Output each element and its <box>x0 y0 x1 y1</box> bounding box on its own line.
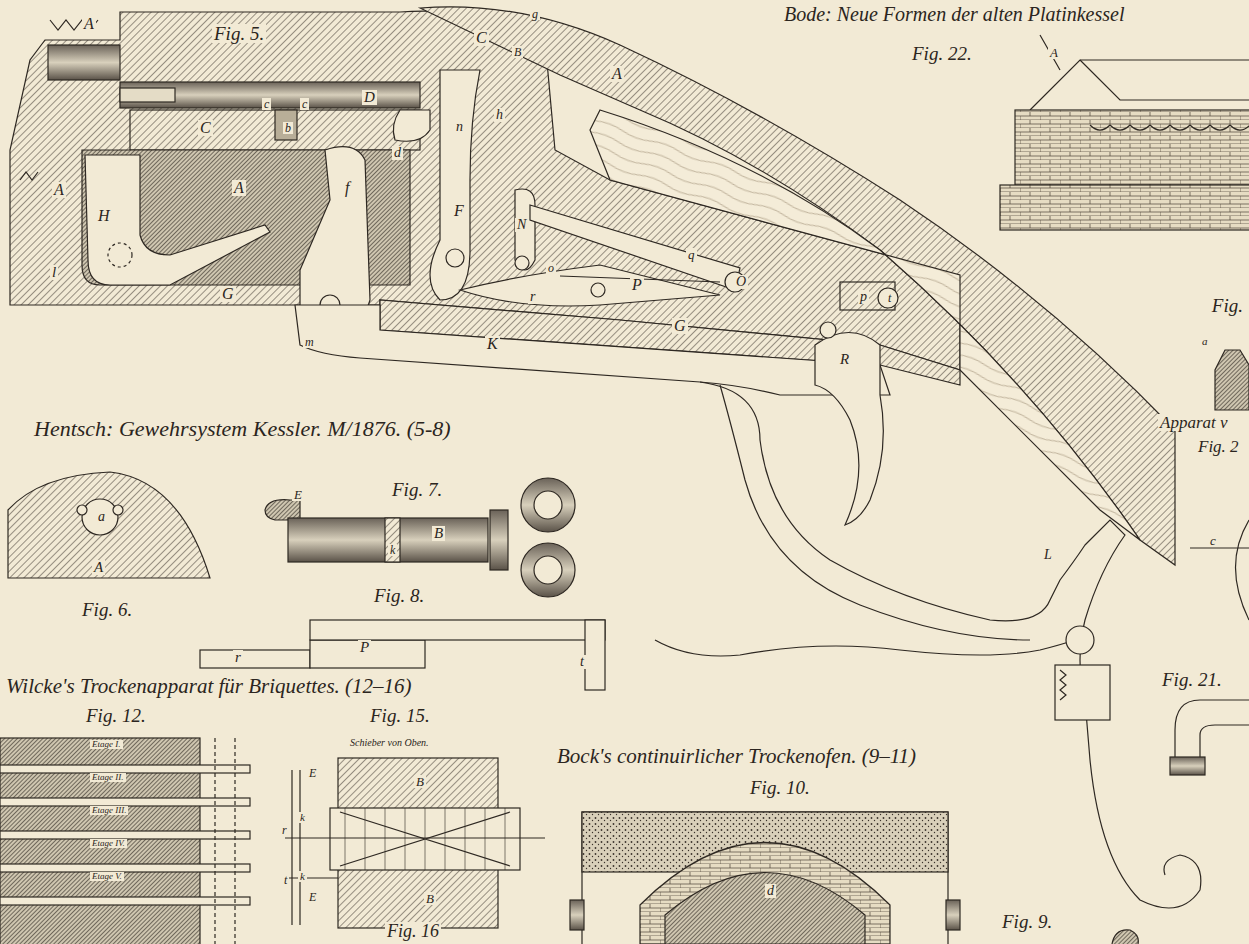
part-letter: r <box>528 290 537 304</box>
figure-number: Fig. 6. <box>80 600 134 619</box>
part-letter: A <box>1048 46 1060 59</box>
figure-number: Fig. <box>1210 296 1245 315</box>
part-letter: h <box>494 108 505 122</box>
figure-number: Fig. 2 <box>1196 438 1241 455</box>
figure-number: Fig. 9. <box>1000 912 1054 931</box>
part-letter: C <box>474 30 489 46</box>
part-letter: A <box>92 560 105 575</box>
part-letter: E <box>307 767 318 779</box>
part-letter: G <box>672 318 688 334</box>
part-letter: r <box>280 824 289 836</box>
part-letter: A <box>52 182 66 198</box>
part-letter: c <box>262 98 271 110</box>
part-letter: P <box>358 640 371 655</box>
note: Etage I. <box>90 740 123 749</box>
part-letter: m <box>303 336 316 348</box>
figure-number: Fig. 10. <box>748 778 812 797</box>
part-letter: l <box>50 265 58 280</box>
figure-number: Fig. 15. <box>368 706 432 725</box>
part-letter: k <box>298 812 307 823</box>
part-letter: K <box>485 336 500 352</box>
part-letter: r <box>233 650 243 665</box>
part-letter: O <box>734 275 748 289</box>
part-letter: R <box>838 352 851 367</box>
part-letter: A <box>232 180 246 196</box>
note: Etage V. <box>90 872 124 881</box>
part-letter: B <box>512 46 523 58</box>
part-letter: N <box>515 218 528 232</box>
part-letter: L <box>1042 548 1054 562</box>
part-letter: E <box>292 488 304 501</box>
part-letter: k <box>388 544 397 556</box>
part-letter: k <box>298 871 307 882</box>
part-letter: g <box>530 8 540 20</box>
plate-heading: Bode: Neue Formen der alten Platinkessel <box>782 4 1126 24</box>
part-letter: c <box>300 98 309 110</box>
note: Etage III. <box>90 806 128 815</box>
part-letter: A <box>610 66 624 82</box>
part-letter: B <box>424 892 436 905</box>
plate-heading: Bock's continuirlicher Trockenofen. (9–1… <box>555 746 918 767</box>
part-letter: B <box>432 526 445 541</box>
note: Schieber von Oben. <box>348 738 431 748</box>
part-letter: a <box>1200 336 1210 347</box>
part-letter: E <box>307 891 318 903</box>
part-letter: q <box>686 248 697 261</box>
figure-number: Fig. 8. <box>372 586 426 605</box>
part-letter: D <box>362 90 377 105</box>
part-letter: H <box>96 208 112 224</box>
note: Etage IV. <box>90 839 127 848</box>
part-letter: a <box>96 510 107 524</box>
part-letter: o <box>546 262 556 274</box>
figure-number: Fig. 5. <box>212 24 266 43</box>
note: Etage II. <box>90 773 126 782</box>
figure-number: Fig. 16 <box>385 922 441 940</box>
part-letter: t <box>578 655 586 669</box>
part-letter: F <box>452 203 466 219</box>
part-letter: P <box>630 277 644 293</box>
figure-number: Fig. 22. <box>910 44 974 63</box>
part-letter: f <box>343 180 351 196</box>
part-letter: n <box>454 120 465 134</box>
part-letter: p <box>858 290 869 304</box>
figure-number: Fig. 7. <box>390 480 444 499</box>
part-letter: d <box>392 146 403 160</box>
part-letter: A <box>82 16 96 32</box>
plate-heading: Wilcke's Trockenapparat für Briquettes. … <box>4 676 414 697</box>
part-letter: C <box>198 120 213 136</box>
figure-number: Fig. 21. <box>1160 670 1224 689</box>
part-letter: B <box>414 775 426 788</box>
part-letter: b <box>283 122 293 134</box>
figure-number: Fig. 12. <box>84 706 148 725</box>
note: Apparat v <box>1158 414 1230 431</box>
part-letter: c <box>1208 534 1218 547</box>
part-letter: G <box>220 286 236 302</box>
part-letter: t <box>886 292 893 304</box>
part-letter: t <box>282 874 289 886</box>
part-letter: d <box>765 884 776 898</box>
plate-heading: Hentsch: Gewehrsystem Kessler. M/1876. (… <box>32 418 453 440</box>
